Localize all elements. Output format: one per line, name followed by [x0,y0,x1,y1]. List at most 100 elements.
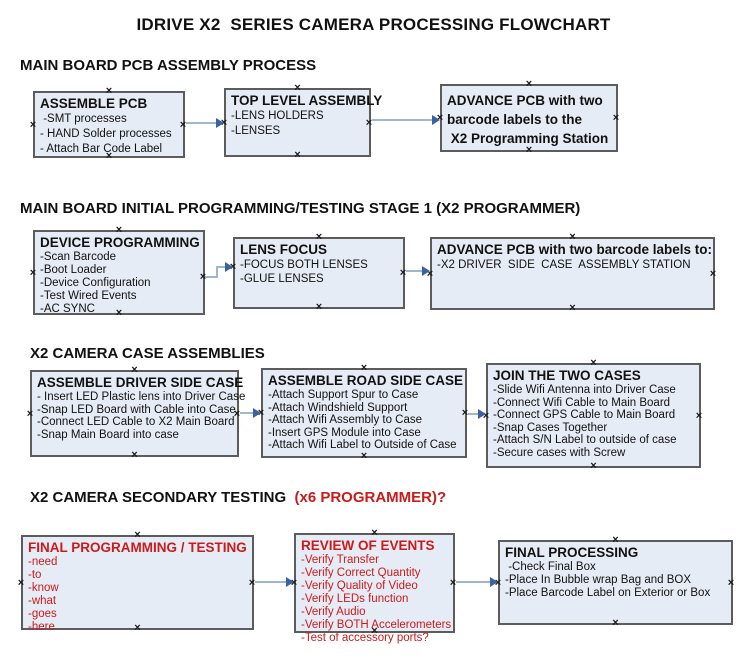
arrowhead-icon [286,577,294,587]
connector-arrow-elbow[interactable] [205,262,233,280]
box-item: -Verify Transfer [301,554,379,566]
box-item: -Attach Support Spur to Case [268,389,419,401]
box-item: -Verify BOTH Accelerometers [301,619,452,631]
connection-handle-icon: × [695,409,703,422]
box-top-level-assembly[interactable]: TOP LEVEL ASSEMBLY -LENS HOLDERS -LENSES… [221,83,383,161]
box-item: -what [28,595,57,607]
box-assemble-driver-side-case[interactable]: ASSEMBLE DRIVER SIDE CASE - Insert LED P… [27,365,246,461]
box-title: ASSEMBLE DRIVER SIDE CASE [37,375,244,390]
box-title: ASSEMBLE ROAD SIDE CASE [268,373,464,388]
section-4-header: X2 CAMERA SECONDARY TESTING (x6 PROGRAMM… [30,489,446,506]
box-item: -Snap LED Board with Cable into Case [37,403,236,416]
box-item: -Attach Wifi Label to Outside of Case [268,439,457,452]
box-advance-pcb-programming-station[interactable]: ADVANCE PCB with two barcode labels to t… [437,79,619,156]
box-lens-focus[interactable]: LENS FOCUS -FOCUS BOTH LENSES -GLUE LENS… [230,232,406,313]
connector-arrow[interactable] [405,265,430,277]
box-item: -GLUE LENSES [240,273,324,285]
box-item: -Verify Audio [301,606,366,618]
connection-handle-icon: × [360,450,368,462]
box-item: -AC SYNC [40,303,95,315]
box-item: - HAND Solder processes [40,128,172,140]
box-title: LENS FOCUS [240,242,328,257]
connection-handle-icon: × [727,576,735,589]
section-4-header-text: X2 CAMERA SECONDARY TESTING [30,489,295,506]
box-title: FINAL PROCESSING [505,545,639,560]
arrowhead-icon [478,409,486,419]
arrowhead-icon [225,262,233,272]
connection-handle-icon: × [294,149,301,161]
box-item: - Attach Bar Code Label [40,143,163,155]
section-1-header: MAIN BOARD PCB ASSEMBLY PROCESS [20,57,316,74]
connection-handle-icon: × [17,576,25,589]
box-title: DEVICE PROGRAMMING [40,235,200,250]
box-item: -Scan Barcode [40,251,117,263]
connector-arrow[interactable] [371,114,440,126]
connection-handle-icon: × [29,118,37,131]
box-item: -Check Final Box [505,561,596,573]
box-title: TOP LEVEL ASSEMBLY [231,93,383,108]
box-item: -Verify LEDs function [301,593,409,605]
connection-handle-icon: × [131,449,138,461]
box-item: -Test Wired Events [40,290,137,302]
section-2-header-text: MAIN BOARD INITIAL PROGRAMMING/TESTING S… [20,200,581,217]
box-advance-pcb-driver-side[interactable]: ADVANCE PCB with two barcode labels to: … [427,232,717,314]
box-assemble-pcb[interactable]: ASSEMBLE PCB -SMT processes - HAND Solde… [29,86,186,162]
box-item: -SMT processes [40,113,127,125]
box-item: -Snap Main Board into case [37,428,179,441]
arrowhead-icon [253,408,261,418]
box-item: -Boot Loader [40,264,107,276]
box-item: -Attach Wifi Assembly to Case [268,414,423,427]
box-item: -Connect Wifi Cable to Main Board [493,396,671,409]
box-final-processing[interactable]: FINAL PROCESSING -Check Final Box -Place… [495,535,735,629]
box-item: -Verify Quality of Video [301,580,418,592]
box-device-programming[interactable]: DEVICE PROGRAMMING -Scan Barcode -Boot L… [29,225,206,319]
box-title: REVIEW OF EVENTS [301,538,435,553]
box-item: -goes [28,608,57,620]
arrowhead-icon [422,266,430,276]
connector-arrow[interactable] [455,576,498,588]
box-item: -Snap Cases Together [493,421,608,434]
box-item: -Connect GPS Cable to Main Board [493,409,676,422]
connector-arrow[interactable] [239,407,261,419]
section-4-header-highlight: (x6 PROGRAMMER)? [294,489,447,506]
box-item: - Insert LED Plastic lens into Driver Ca… [37,391,246,403]
box-title-line: barcode labels to the [447,112,583,127]
box-item: -need [28,556,58,568]
connector-arrow[interactable] [254,576,294,588]
box-title: ADVANCE PCB with two barcode labels to: [437,242,713,257]
connection-handle-icon: × [569,302,576,314]
box-join-the-two-cases[interactable]: JOIN THE TWO CASES -Slide Wifi Antenna i… [483,358,703,472]
box-title: FINAL PROGRAMMING / TESTING [28,540,247,555]
arrowhead-icon [216,118,224,128]
box-item: -here [28,621,55,633]
connection-handle-icon: × [709,267,717,280]
box-title: JOIN THE TWO CASES [493,368,641,383]
connection-handle-icon: × [29,266,37,279]
arrowhead-icon [490,577,498,587]
box-item: -Attach Windshield Support [268,401,408,414]
box-title: ASSEMBLE PCB [40,96,148,111]
box-review-of-events[interactable]: REVIEW OF EVENTS -Verify Transfer -Verif… [291,528,456,645]
section-2-header: MAIN BOARD INITIAL PROGRAMMING/TESTING S… [20,200,580,217]
box-item: -Place In Bubble wrap Bag and BOX [505,574,692,586]
flowchart-title: IDRIVE X2 SERIES CAMERA PROCESSING FLOWC… [136,15,611,34]
connection-handle-icon: × [525,78,533,90]
connector-arrow[interactable] [467,408,486,420]
box-item: -Attach S/N Label to outside of case [493,434,677,447]
connector-arrow[interactable] [185,117,224,129]
box-item: -to [28,569,42,581]
box-item: -LENSES [231,125,281,137]
box-item: -LENS HOLDERS [231,110,324,122]
box-item: -Connect LED Cable to X2 Main Board [37,416,235,429]
section-3-header: X2 CAMERA CASE ASSEMBLIES [30,345,265,362]
box-final-programming-testing[interactable]: FINAL PROGRAMMING / TESTING -need -to -k… [17,530,255,634]
box-item: -know [28,582,59,594]
box-item: -Test of accessory ports? [301,632,429,644]
box-assemble-road-side-case[interactable]: ASSEMBLE ROAD SIDE CASE -Attach Support … [258,363,468,462]
arrowhead-icon [432,115,440,125]
connection-handle-icon: × [590,460,597,472]
box-item: -X2 DRIVER SIDE CASE ASSEMBLY STATION [437,259,691,271]
box-item: -Insert GPS Module into Case [268,426,421,439]
section-1-header-text: MAIN BOARD PCB ASSEMBLY PROCESS [20,57,317,74]
